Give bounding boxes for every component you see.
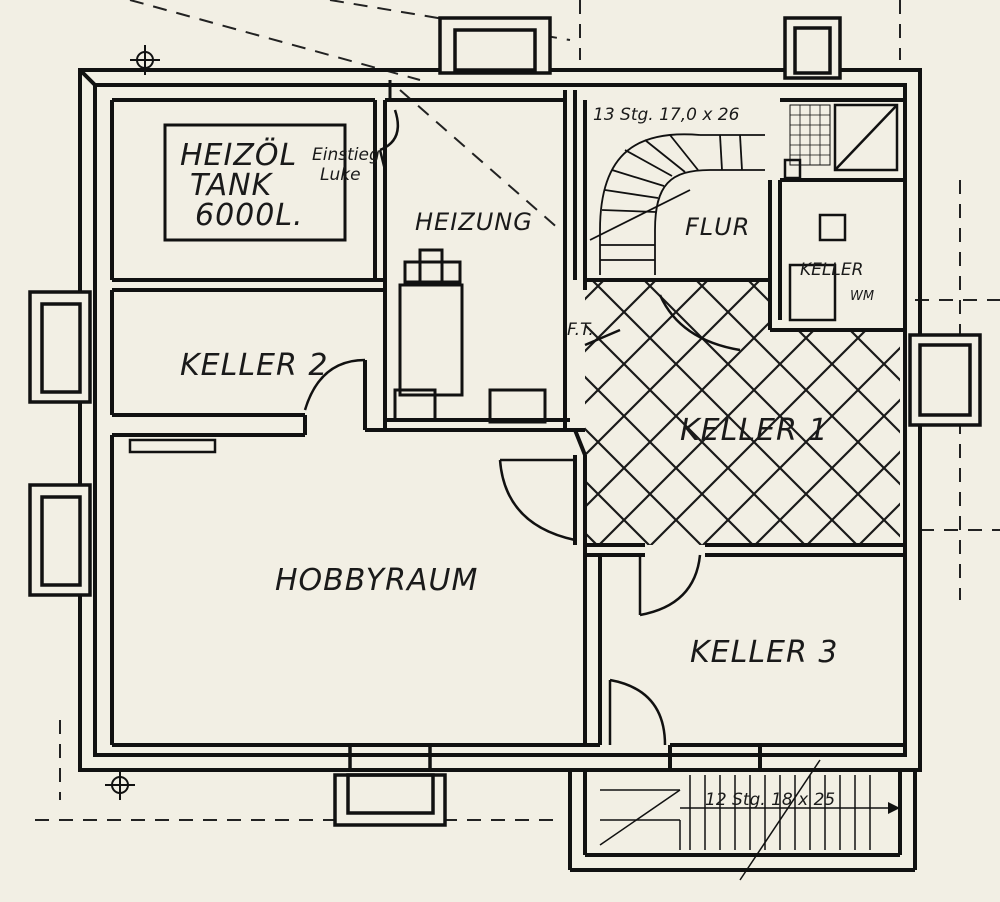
hobbyraum-label: HOBBYRAUM (275, 563, 478, 598)
keller2-label: KELLER 2 (180, 348, 328, 383)
doors (303, 109, 741, 746)
oil-tank (163, 123, 347, 242)
einstieg-label-2: Luke (320, 165, 361, 185)
windows (28, 16, 982, 827)
keller3-label: KELLER 3 (690, 635, 838, 670)
heizol-label-1: HEIZÖL (180, 137, 297, 173)
einstieg-label-1: Einstieg (312, 145, 380, 165)
heizol-label-3: 6000L. (195, 198, 304, 233)
hobby-radiator (128, 438, 217, 454)
room-labels: HEIZÖL TANK 6000L. Einstieg Luke HEIZUNG… (180, 105, 874, 810)
washroom-fixtures (783, 103, 899, 322)
wm-label: WM (850, 289, 874, 304)
lower-stair-treads (599, 759, 871, 881)
crosshair-markers (105, 45, 160, 800)
heizol-label-2: TANK (190, 168, 274, 203)
hatched-floor-area (585, 280, 900, 545)
flur-label: FLUR (685, 213, 750, 241)
lower-stair-label: 12 Stg. 18 x 25 (705, 790, 835, 810)
tile-grid (790, 105, 830, 165)
stair-arrow-head (888, 802, 900, 814)
heizung-label: HEIZUNG (415, 208, 533, 236)
upper-stair-label: 13 Stg. 17,0 x 26 (593, 105, 740, 125)
keller-wm-label: KELLER (800, 260, 863, 280)
upper-stair (589, 133, 765, 275)
lower-stair-annex (568, 770, 917, 872)
ft-label: F.T. (567, 320, 594, 340)
keller1-label: KELLER 1 (680, 413, 828, 448)
heating-equipment (393, 248, 547, 424)
